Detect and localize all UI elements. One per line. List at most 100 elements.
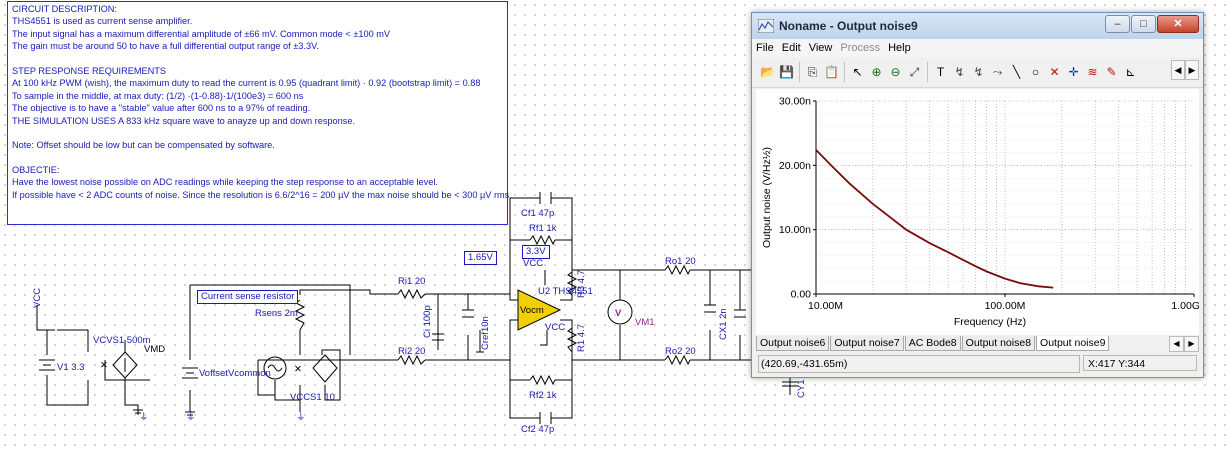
- vcc-label: VCC: [32, 288, 43, 308]
- y-axis-label: Output noise (V/Hz½): [761, 147, 773, 248]
- vccs-source[interactable]: [312, 354, 338, 383]
- minimize-button[interactable]: ‒: [1105, 15, 1130, 33]
- toolbar: 📂 💾 ⎘ 📋 ↖ ⊕ ⊖ ⤢ T ↯ ↯ ⤳ ╲ ○ ✕ ✛ ≋ ✎ ⊾: [752, 57, 1203, 88]
- wire: [257, 360, 275, 396]
- description-line: The objective is to have a "stable" valu…: [12, 103, 311, 114]
- vcommon-source[interactable]: [263, 356, 287, 380]
- wire: [551, 355, 573, 419]
- circuit-description-box[interactable]: CIRCUIT DESCRIPTION:THS4551 is used as c…: [7, 1, 509, 225]
- cursor-a-icon[interactable]: ↯: [954, 64, 965, 79]
- status-cursor-position: X:417 Y:344: [1083, 355, 1197, 371]
- tab-scroll-left-icon[interactable]: ◀: [1169, 336, 1184, 352]
- menu-process[interactable]: Process: [840, 42, 881, 54]
- cursor-b-icon[interactable]: ↯: [973, 64, 984, 79]
- tab-output-noise6[interactable]: Output noise6: [756, 336, 830, 351]
- tab-output-noise9[interactable]: Output noise9: [1036, 336, 1110, 351]
- resistor-ri1[interactable]: [397, 288, 426, 300]
- tab-ac-bode8[interactable]: AC Bode8: [904, 336, 961, 351]
- vcvs-source[interactable]: [112, 351, 138, 379]
- rf1-label: Rf1 1k: [529, 223, 557, 234]
- description-line: Note: Offset should be low but can be co…: [12, 140, 275, 151]
- text-icon[interactable]: T: [936, 64, 945, 79]
- ground-icon: ⏚: [139, 412, 149, 423]
- zoom-out-icon[interactable]: ⊖: [890, 64, 901, 79]
- wire: [299, 289, 398, 295]
- close-button[interactable]: ✕: [1157, 15, 1199, 33]
- resistor-r1[interactable]: [566, 327, 578, 353]
- menu-view[interactable]: View: [808, 42, 833, 54]
- wire: [124, 378, 139, 415]
- wire: [57, 380, 89, 406]
- ri2-label: Ri2 20: [398, 346, 425, 357]
- wire: [425, 293, 520, 301]
- menu-help[interactable]: Help: [888, 42, 911, 54]
- description-line: The input signal has a maximum different…: [12, 28, 391, 39]
- wire: [509, 197, 540, 294]
- cref-label: Cref10n: [480, 316, 491, 350]
- cf2-label: Cf2 47p: [521, 424, 554, 435]
- line-icon[interactable]: ╲: [1012, 64, 1021, 79]
- save-icon[interactable]: 💾: [779, 64, 794, 79]
- marker-icon[interactable]: ✕: [1049, 64, 1060, 79]
- resistor-ro2[interactable]: [664, 354, 691, 366]
- vcc-label: VCC: [523, 258, 543, 269]
- x-axis-label: Frequency (Hz): [954, 316, 1026, 328]
- pen-icon[interactable]: ✎: [1106, 64, 1117, 79]
- ri1-label: Ri1 20: [398, 276, 425, 287]
- pointer-icon[interactable]: ↖: [852, 64, 863, 79]
- zoom-extents-icon[interactable]: ⤢: [909, 64, 920, 79]
- ci-label: Ci 100p: [422, 305, 433, 338]
- vcc-voltage-tag[interactable]: 3.3V: [522, 245, 550, 259]
- vm1-meter[interactable]: [607, 299, 633, 325]
- curve-label-icon[interactable]: ⤳: [992, 64, 1003, 79]
- menu-file[interactable]: File: [756, 42, 774, 54]
- window-titlebar[interactable]: Noname - Output noise9 ‒ □ ✕: [752, 13, 1203, 39]
- vm1-label: VM1: [635, 317, 655, 328]
- y-tick-label: 10.00n: [779, 224, 811, 236]
- diagram-window[interactable]: Noname - Output noise9 ‒ □ ✕ File Edit Vie…: [751, 12, 1204, 378]
- window-title: Noname - Output noise9: [779, 19, 918, 33]
- voltmeter-icon: V: [615, 308, 622, 319]
- open-icon[interactable]: 📂: [760, 64, 775, 79]
- tab-output-noise7[interactable]: Output noise7: [830, 336, 904, 351]
- resistor-rf2[interactable]: [529, 374, 556, 386]
- tab-output-noise8[interactable]: Output noise8: [961, 336, 1036, 351]
- description-line: [12, 127, 503, 139]
- r1-label: R1 4.7: [576, 324, 587, 352]
- noise-curve-series-0: [815, 149, 1054, 289]
- resistor-ro1[interactable]: [664, 264, 691, 276]
- ro2-label: Ro2 20: [665, 346, 696, 357]
- description-line: STEP RESPONSE REQUIREMENTS: [12, 65, 167, 76]
- zoom-in-icon[interactable]: ⊕: [871, 64, 882, 79]
- menu-edit[interactable]: Edit: [781, 42, 801, 54]
- paste-icon[interactable]: 📋: [824, 64, 839, 79]
- circle-icon[interactable]: ○: [1031, 64, 1040, 79]
- description-line: [12, 152, 503, 164]
- cy1-label: CY1: [796, 380, 807, 398]
- description-line: Have the lowest noise possible on ADC re…: [12, 177, 438, 188]
- resistor-rf1[interactable]: [529, 234, 556, 246]
- wave-icon[interactable]: ≋: [1087, 64, 1098, 79]
- menu-bar: File Edit View Process Help: [752, 39, 1203, 57]
- cross-mark: ✕: [100, 360, 108, 371]
- wire: [104, 360, 150, 381]
- current-sense-tag[interactable]: Current sense resistor: [197, 290, 299, 304]
- resistor-r3[interactable]: [566, 271, 578, 296]
- arrow-icon[interactable]: ⊾: [1125, 64, 1136, 79]
- wire: [57, 329, 89, 352]
- maximize-button[interactable]: □: [1131, 15, 1156, 33]
- wire: [551, 197, 573, 270]
- tab-scroll-right-icon[interactable]: ▶: [1184, 336, 1199, 352]
- cross-marker-icon[interactable]: ✛: [1068, 64, 1079, 79]
- opamp-u2[interactable]: [517, 289, 562, 331]
- wire: [190, 284, 351, 355]
- resistor-ri2[interactable]: [397, 354, 426, 366]
- toolbar-scroll-right-icon[interactable]: ▶: [1185, 60, 1199, 80]
- status-bar: (420.69,-431.65m) X:417 Y:344: [756, 355, 1199, 373]
- vcm-voltage-tag[interactable]: 1.65V: [464, 251, 497, 265]
- toolbar-scroll-left-icon[interactable]: ◀: [1171, 60, 1185, 80]
- copy-icon[interactable]: ⎘: [807, 64, 818, 79]
